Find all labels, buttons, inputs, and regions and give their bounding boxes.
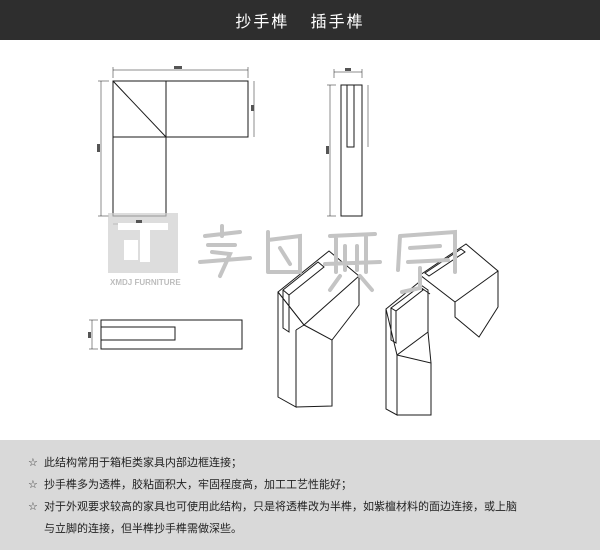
watermark-calligraphy [198,224,457,294]
star-icon: ☆ [28,456,38,469]
joint-diagram-area: XMDJ FURNITURE [0,40,600,440]
note-text: 抄手榫多为透榫，胶粘面积大，牢固程度高，加工工艺性能好； [44,478,352,491]
note-item: ☆ 对于外观要求较高的家具也可使用此结构，只是将透榫改为半榫，如紫檀材料的面边连接… [28,496,583,518]
dimension-marks [88,66,351,338]
joint-diagrams: XMDJ FURNITURE [88,66,499,416]
note-text: 与立脚的连接，但半榫抄手榫需做深些。 [44,522,242,535]
star-icon: ☆ [28,500,38,513]
side-view-vertical-member [327,69,369,217]
isometric-assembled-joint [277,250,360,408]
note-text: 此结构常用于箱柜类家具内部边框连接； [44,456,242,469]
notes-panel: ☆ 此结构常用于箱柜类家具内部边框连接； ☆ 抄手榫多为透榫，胶粘面积大，牢固程度高… [0,440,600,550]
watermark-brand-text: XMDJ FURNITURE [110,278,181,287]
note-item: ☆ 此结构常用于箱柜类家具内部边框连接； [28,452,583,474]
front-view-l-frame [98,67,255,225]
bottom-view-horizontal-member [89,319,243,350]
page-title: 抄手榫 插手榫 [0,0,600,40]
page-title-text: 抄手榫 插手榫 [235,12,365,31]
star-icon: ☆ [28,478,38,491]
note-item-continued: 与立脚的连接，但半榫抄手榫需做深些。 [28,518,599,540]
note-item: ☆ 抄手榫多为透榫，胶粘面积大，牢固程度高，加工工艺性能好； [28,474,583,496]
note-text: 对于外观要求较高的家具也可使用此结构，只是将透榫改为半榫，如紫檀材料的面边连接，… [44,500,517,513]
isometric-exploded-joint [385,243,499,416]
watermark-logo [108,213,178,273]
